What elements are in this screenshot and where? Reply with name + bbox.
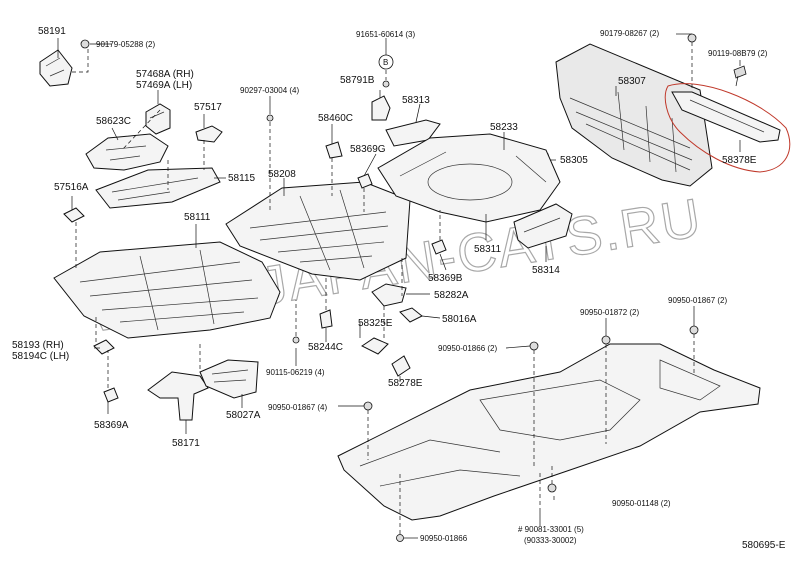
part-floor-carpet[interactable] bbox=[337, 343, 761, 521]
bolt-90179-05288[interactable] bbox=[80, 39, 90, 49]
label-90119-08B79: 90119-08B79 (2) bbox=[708, 49, 768, 58]
label-90333-30002: (90333-30002) bbox=[524, 536, 577, 545]
label-90950-01866-2: 90950-01866 (2) bbox=[438, 344, 497, 353]
grommet-90950-01872[interactable] bbox=[601, 335, 611, 345]
grommet-90950-01867-2[interactable] bbox=[689, 325, 699, 335]
label-57516A: 57516A bbox=[54, 182, 89, 193]
part-58278E[interactable] bbox=[391, 355, 411, 377]
bolt-90297-03004[interactable] bbox=[266, 114, 274, 122]
label-58305: 58305 bbox=[560, 155, 588, 166]
label-58311: 58311 bbox=[474, 244, 502, 255]
leader-lines bbox=[57, 33, 741, 539]
grommet-90950-01148[interactable] bbox=[547, 483, 557, 493]
label-58115: 58115 bbox=[228, 173, 256, 184]
part-58369B[interactable] bbox=[431, 239, 447, 255]
label-90179-05288: 90179-05288 (2) bbox=[96, 40, 155, 49]
label-90950-01867-4: 90950-01867 (4) bbox=[268, 403, 327, 412]
part-58307[interactable] bbox=[555, 43, 713, 187]
label-90950-01867-2: 90950-01867 (2) bbox=[668, 296, 727, 305]
part-58171[interactable] bbox=[147, 371, 209, 421]
part-58378E[interactable] bbox=[671, 91, 781, 143]
grommet-90950-01866[interactable] bbox=[396, 534, 404, 542]
label-90081-33001: # 90081-33001 (5) bbox=[518, 525, 584, 534]
label-58791B: 58791B bbox=[340, 75, 375, 86]
bolt-91651-60614[interactable] bbox=[382, 80, 390, 88]
label-58278E: 58278E bbox=[388, 378, 423, 389]
part-57516A[interactable] bbox=[63, 207, 85, 223]
label-58378E: 58378E bbox=[722, 155, 757, 166]
label-58314: 58314 bbox=[532, 265, 560, 276]
part-58623C[interactable] bbox=[85, 133, 169, 171]
label-90950-01866: 90950-01866 bbox=[420, 534, 468, 543]
label-58369G: 58369G bbox=[350, 144, 386, 155]
part-58369A[interactable] bbox=[103, 387, 119, 403]
label-58111: 58111 bbox=[184, 212, 211, 223]
label-90115-06219: 90115-06219 (4) bbox=[266, 368, 325, 377]
label-90179-08267: 90179-08267 (2) bbox=[600, 29, 659, 38]
label-57468A: 57468A (RH) bbox=[136, 69, 194, 80]
label-90950-01148: 90950-01148 (2) bbox=[612, 499, 671, 508]
part-58311[interactable] bbox=[377, 133, 561, 223]
label-58016A: 58016A bbox=[442, 314, 477, 325]
highlight-outline bbox=[664, 83, 791, 173]
label-58325E: 58325E bbox=[358, 318, 393, 329]
label-57469A: 57469A (LH) bbox=[136, 80, 192, 91]
bolt-90179-08267[interactable] bbox=[687, 33, 697, 43]
label-58460C: 58460C bbox=[318, 113, 353, 124]
label-58171: 58171 bbox=[172, 438, 200, 449]
label-58307: 58307 bbox=[618, 76, 646, 87]
part-58191[interactable] bbox=[39, 49, 73, 87]
part-58460C[interactable] bbox=[325, 141, 343, 159]
part-58111[interactable] bbox=[53, 241, 281, 339]
part-58325E[interactable] bbox=[361, 337, 389, 355]
grommet-90950-01867-4[interactable] bbox=[363, 401, 373, 411]
label-57517: 57517 bbox=[194, 102, 222, 113]
part-58314[interactable] bbox=[513, 203, 573, 249]
part-58244C[interactable] bbox=[319, 309, 333, 329]
label-58027A: 58027A bbox=[226, 410, 261, 421]
part-58027A[interactable] bbox=[199, 359, 259, 399]
part-58193[interactable] bbox=[93, 339, 115, 355]
label-58369B: 58369B bbox=[428, 273, 463, 284]
callout-circle-b bbox=[378, 54, 394, 70]
part-58282A[interactable] bbox=[371, 283, 407, 307]
label-91651-60614: 91651-60614 (3) bbox=[356, 30, 415, 39]
callout-b: B bbox=[383, 58, 388, 67]
label-58233: 58233 bbox=[490, 122, 518, 133]
label-90950-01872: 90950-01872 (2) bbox=[580, 308, 639, 317]
label-58194C: 58194C (LH) bbox=[12, 351, 69, 362]
label-58282A: 58282A bbox=[434, 290, 469, 301]
diagram-code: 580695-E bbox=[742, 540, 786, 551]
label-58208: 58208 bbox=[268, 169, 296, 180]
label-58313: 58313 bbox=[402, 95, 430, 106]
label-58244C: 58244C bbox=[308, 342, 343, 353]
grommet-90950-01866-2[interactable] bbox=[529, 341, 539, 351]
part-58016A[interactable] bbox=[399, 307, 423, 323]
bolt-90119-08B79[interactable] bbox=[733, 65, 747, 87]
label-58191: 58191 bbox=[38, 26, 66, 37]
label-58623C: 58623C bbox=[96, 116, 131, 127]
part-58791B[interactable] bbox=[371, 95, 391, 121]
part-57517[interactable] bbox=[195, 125, 223, 143]
bolt-90115-06219[interactable] bbox=[292, 336, 300, 344]
part-57468A[interactable] bbox=[145, 103, 171, 135]
label-58193: 58193 (RH) bbox=[12, 340, 64, 351]
label-90297-03004: 90297-03004 (4) bbox=[240, 86, 299, 95]
part-58208[interactable] bbox=[225, 181, 411, 281]
part-58115[interactable] bbox=[95, 167, 221, 209]
label-58369A: 58369A bbox=[94, 420, 129, 431]
